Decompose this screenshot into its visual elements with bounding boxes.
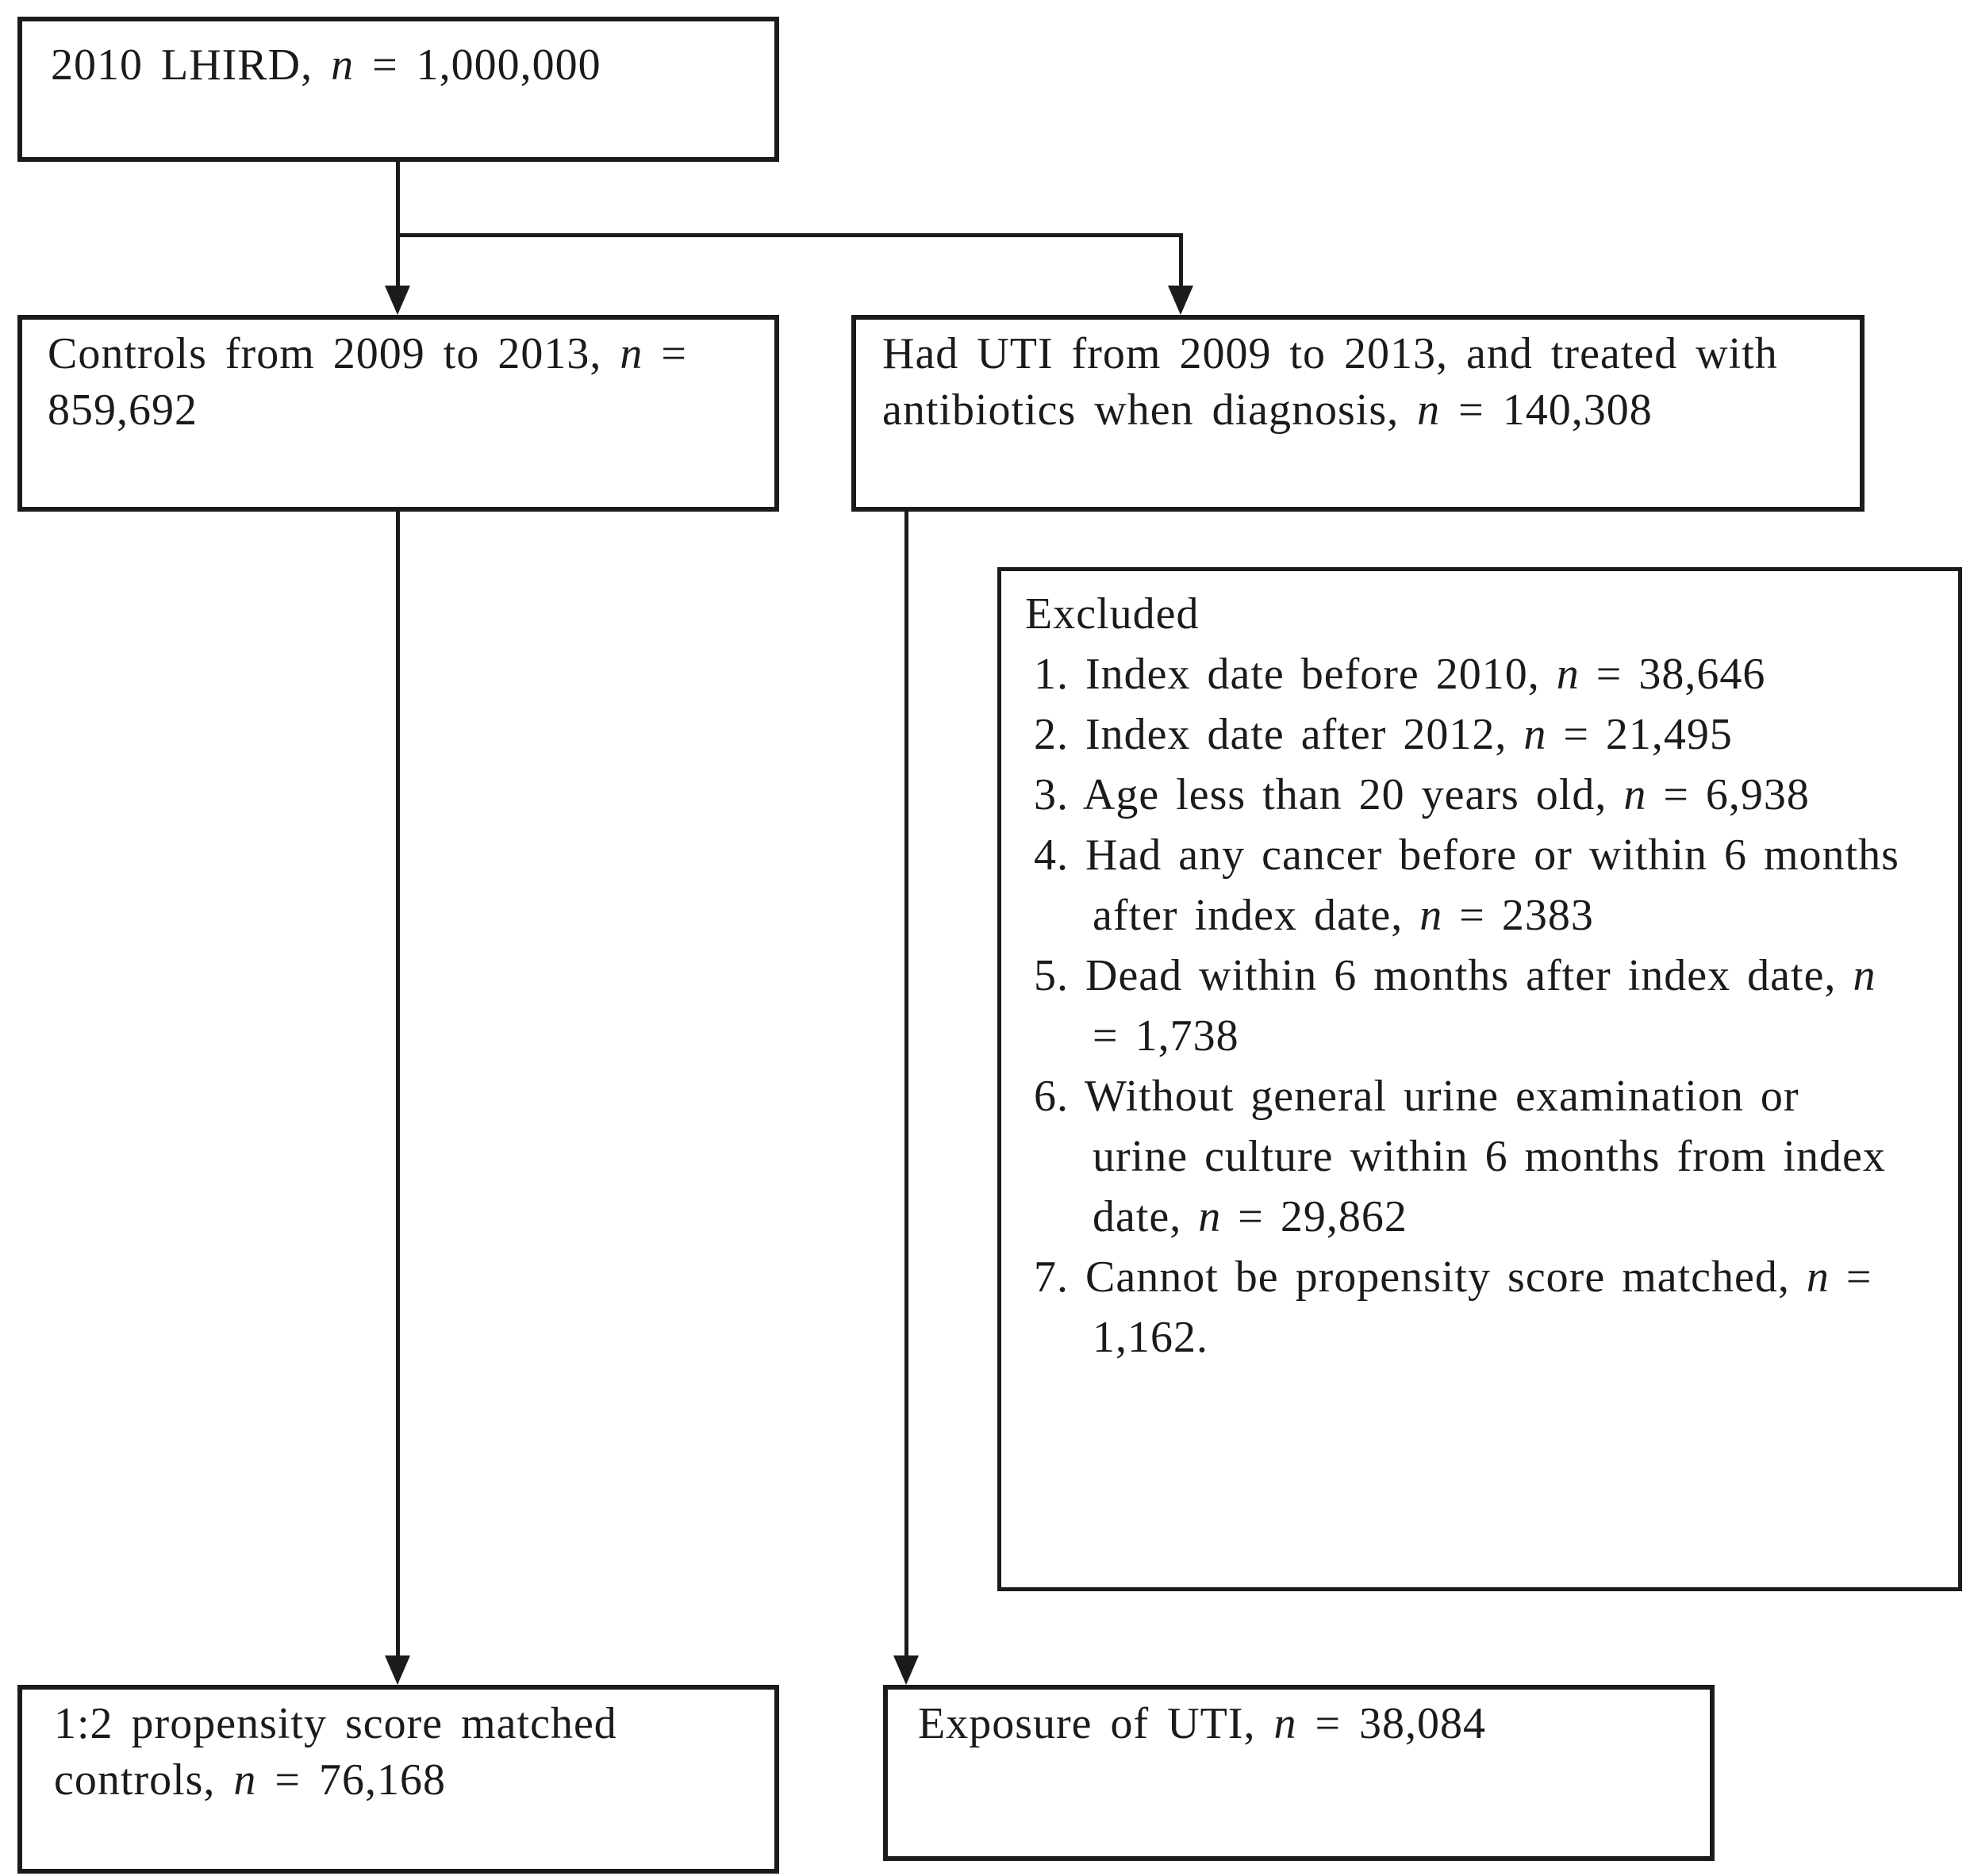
excluded-item: 5. Dead within 6 months after index date…	[1034, 951, 1876, 1061]
connector-to-uti	[1179, 233, 1183, 290]
arrowhead-matched-controls	[385, 1655, 410, 1685]
lhird-box-text: 2010 LHIRD, n = 1,000,000	[51, 40, 601, 90]
matched-controls-box-text: 1:2 propensity score matched controls, n…	[54, 1699, 617, 1805]
uti-box-text: Had UTI from 2009 to 2013, and treated w…	[882, 329, 1778, 435]
connector-to-controls	[396, 233, 400, 290]
excluded-title: Excluded	[1025, 589, 1200, 639]
arrowhead-controls	[385, 286, 410, 315]
connector-controls-to-matched	[396, 510, 400, 1659]
connector-lhird-stem	[396, 159, 400, 237]
matched-controls-box: 1:2 propensity score matched controls, n…	[17, 1685, 779, 1874]
lhird-box: 2010 LHIRD, n = 1,000,000	[17, 17, 779, 162]
uti-box: Had UTI from 2009 to 2013, and treated w…	[851, 315, 1865, 512]
excluded-item: 7. Cannot be propensity score matched, n…	[1034, 1253, 1872, 1362]
arrowhead-uti-exposure	[893, 1655, 919, 1685]
excluded-item: 2. Index date after 2012, n = 21,495	[1034, 710, 1733, 759]
uti-exposure-box-text: Exposure of UTI, n = 38,084	[918, 1699, 1487, 1748]
excluded-item: 3. Age less than 20 years old, n = 6,938	[1034, 770, 1810, 819]
controls-box-text: Controls from 2009 to 2013, n = 859,692	[48, 329, 687, 435]
excluded-box: Excluded 1. Index date before 2010, n = …	[997, 567, 1962, 1591]
connector-uti-to-exposure	[904, 510, 908, 1659]
uti-exposure-box: Exposure of UTI, n = 38,084	[883, 1685, 1715, 1861]
excluded-item: 4. Had any cancer before or within 6 mon…	[1034, 831, 1899, 940]
excluded-item: 1. Index date before 2010, n = 38,646	[1034, 650, 1766, 699]
connector-branch	[396, 233, 1183, 237]
arrowhead-uti	[1168, 286, 1193, 315]
excluded-item: 6. Without general urine examination or …	[1034, 1072, 1886, 1241]
controls-box: Controls from 2009 to 2013, n = 859,692	[17, 315, 779, 512]
